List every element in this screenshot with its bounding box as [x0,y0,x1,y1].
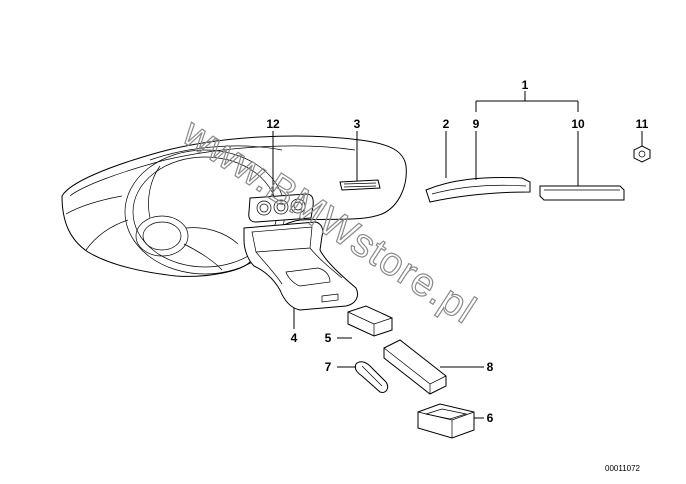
reference-number: 00011072 [605,464,641,473]
leader-lines [272,91,643,419]
dashboard-illustration [61,135,407,311]
callout-5: 5 [325,331,332,345]
callout-2: 2 [443,117,450,131]
callout-7: 7 [325,360,332,374]
nut-part [633,145,651,163]
callout-1: 1 [522,78,529,92]
trim-strip-straight [539,185,625,201]
callout-4: 4 [291,331,298,345]
callout-11: 11 [636,117,649,131]
callout-8: 8 [487,360,494,374]
callout-3: 3 [354,117,361,131]
callout-10: 10 [571,117,585,131]
callout-9: 9 [473,117,480,131]
callout-labels: 1 2 3 4 5 6 7 8 9 10 11 12 [266,78,648,425]
long-cover-part [383,339,447,395]
small-bar-part [354,361,389,393]
callout-12: 12 [266,117,280,131]
callout-6: 6 [487,411,494,425]
box-part [417,403,475,439]
tray-part [347,305,393,337]
trim-strip-curved [425,177,531,203]
